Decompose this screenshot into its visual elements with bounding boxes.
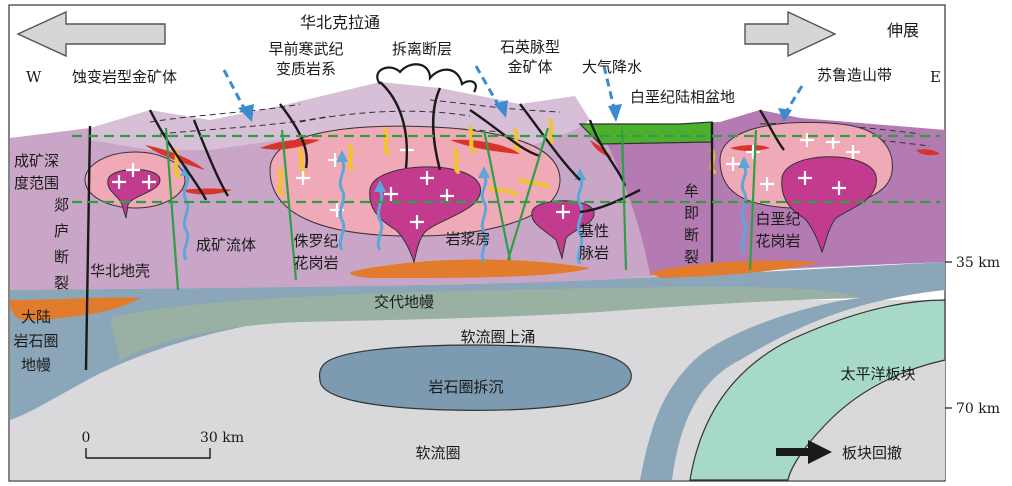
depth-tick-70km: 70 km [956,401,1000,417]
scale-bar-start-label: 0 [82,430,91,446]
basic-dike-label-2: 脉岩 [579,244,609,262]
altered-rock-label: 蚀变岩型金矿体 [72,68,177,86]
svg-text:断: 断 [54,248,69,266]
jurassic-granite-label-1: 侏罗纪 [293,232,338,250]
slab-rollback-label: 板块回撤 [842,444,902,462]
precambrian-label-1: 早前寒武纪 [268,40,343,58]
svg-text:断: 断 [684,226,699,244]
svg-text:裂: 裂 [54,274,69,292]
magma-chamber-label: 岩浆房 [445,230,490,248]
scale-bar-end-label: 30 km [200,430,244,446]
svg-text:即: 即 [684,204,699,222]
pacific-plate-label: 太平洋板块 [840,365,915,383]
scale-bar [85,448,211,459]
meteoric-water-arrowheads [238,100,792,122]
cretaceous-granite-label-1: 白垩纪 [755,210,800,228]
west-label: W [26,68,42,86]
asthenosphere-upwelling-label: 软流圈上涌 [460,328,535,346]
magma-chamber-main [369,166,481,264]
muping-jimo-fault-label: 牟 即 断 裂 [684,182,699,266]
svg-text:庐: 庐 [54,222,69,240]
underplate-right [650,260,820,278]
north-china-craton-label: 华北克拉通 [300,13,380,32]
underplate-left [10,297,140,321]
ore-fluid-arrows [182,159,748,265]
asthenosphere-label: 软流圈 [415,444,460,462]
pacific-plate [689,299,946,481]
continental-mantle-label-1: 大陆 [21,308,51,326]
extension-arrow-east [744,10,837,58]
detachment-label: 拆离断层 [392,40,452,58]
east-label: E [930,68,941,86]
detachment-block [376,63,477,93]
ore-depth-bounds [72,134,940,204]
depth-range-label-2: 度范围 [14,174,59,192]
cretaceous-basin-label: 白垩纪陆相盆地 [630,88,735,106]
underplate-center [350,259,590,278]
extension-arrow-west [16,10,166,58]
tanlu-fault-label: 郯 庐 断 裂 [54,196,69,292]
svg-text:牟: 牟 [684,182,699,200]
metasomatized-mantle-band [110,286,860,360]
svg-text:郯: 郯 [54,196,69,214]
sulu-orogen-label: 苏鲁造山带 [817,66,892,84]
delamination-blob [318,344,632,411]
precambrian-label-2: 变质岩系 [276,60,336,78]
metasomatized-mantle-label: 交代地幔 [374,293,434,311]
delamination-label: 岩石圈拆沉 [428,378,503,396]
extension-label: 伸展 [887,21,919,40]
north-china-crust-label: 华北地壳 [90,262,150,280]
continental-mantle-label-2: 岩石圈 [13,332,58,350]
continental-mantle-label-3: 地幔 [21,356,51,374]
depth-range-label-1: 成矿深 [14,152,59,170]
ore-fluid-label: 成矿流体 [196,236,256,254]
slab-rollback-arrow [776,440,832,464]
jurassic-granite-label-2: 花岗岩 [293,254,338,272]
cretaceous-granite-label-2: 花岗岩 [755,232,800,250]
depth-tick-35km: 35 km [956,255,1000,271]
quartz-vein-label-2: 金矿体 [507,58,552,76]
quartz-vein-label-1: 石英脉型 [500,38,560,56]
basic-dikes [164,127,758,291]
svg-text:裂: 裂 [684,248,699,266]
faults [84,81,785,371]
meteoric-water-label: 大气降水 [582,58,642,76]
basic-dike-label-1: 基性 [579,222,609,240]
meteoric-water-arrows [222,65,804,113]
depth-tick-marks [945,261,952,409]
